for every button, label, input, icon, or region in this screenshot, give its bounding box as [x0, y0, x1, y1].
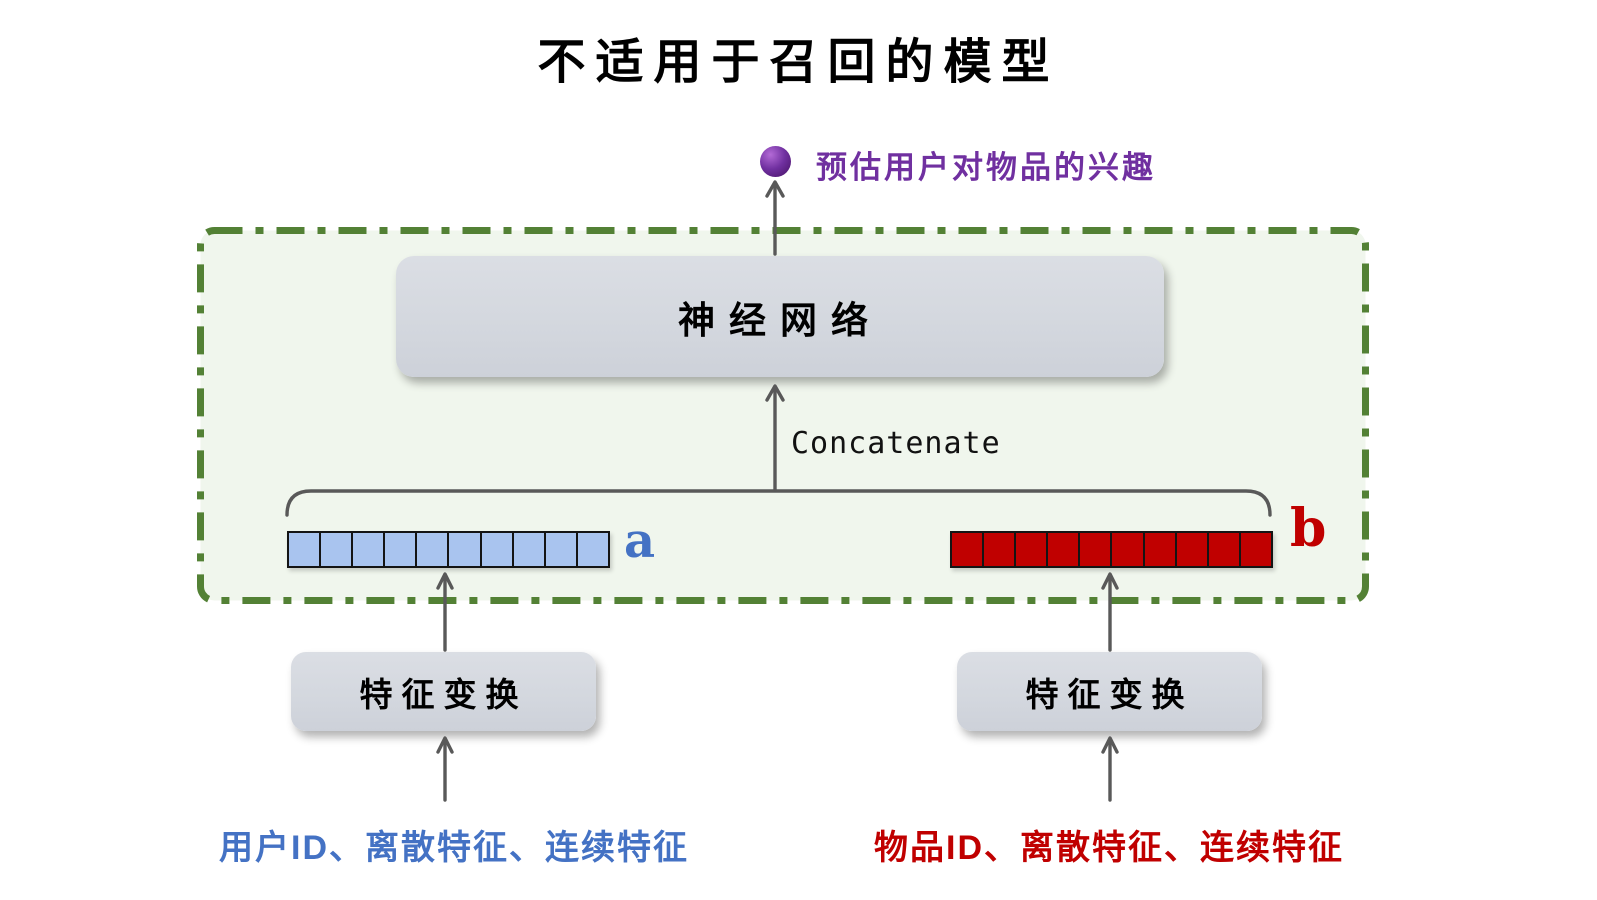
item-features-text: 物品ID、离散特征、连续特征: [874, 829, 1344, 867]
vector-cell: [1080, 533, 1113, 566]
prediction-dot: [760, 146, 791, 177]
vector-cell: [481, 533, 514, 566]
vector-cell: [353, 533, 386, 566]
user-features-text: 用户ID、离散特征、连续特征: [219, 829, 689, 867]
feature-transform-box-right: 特征变换: [957, 652, 1262, 731]
vector-cell: [545, 533, 578, 566]
arrowhead-input-right-to-transform: [1101, 736, 1119, 754]
vector-cell: [417, 533, 450, 566]
vector-cell: [1144, 533, 1177, 566]
vector-cell: [1112, 533, 1145, 566]
vector-cell: [513, 533, 546, 566]
vector-cell: [449, 533, 482, 566]
neural-network-box: 神经网络: [396, 256, 1164, 377]
feature-transform-label-left: 特征变换: [359, 675, 528, 713]
arrowhead-nn-to-output: [765, 180, 785, 198]
vector-cell: [1208, 533, 1241, 566]
vector-cell: [289, 533, 322, 566]
item-embedding-vector: [950, 531, 1273, 568]
vector-cell: [1176, 533, 1209, 566]
vector-cell: [1048, 533, 1081, 566]
prediction-label: 预估用户对物品的兴趣: [816, 150, 1156, 185]
feature-transform-label-right: 特征变换: [1025, 675, 1194, 713]
vector-cell: [952, 533, 985, 566]
vector-cell: [984, 533, 1017, 566]
neural-network-label: 神经网络: [678, 299, 882, 341]
vector-cell: [385, 533, 418, 566]
vector-cell: [1240, 533, 1271, 566]
vector-cell: [577, 533, 608, 566]
diagram-title: 不适用于召回的模型: [537, 34, 1060, 90]
feature-transform-box-left: 特征变换: [291, 652, 596, 731]
concatenate-label: Concatenate: [791, 426, 1001, 461]
vector-b-label: b: [1290, 498, 1327, 559]
user-embedding-vector: [287, 531, 610, 568]
vector-a-label: a: [624, 513, 656, 569]
vector-cell: [321, 533, 354, 566]
vector-cell: [1016, 533, 1049, 566]
arrowhead-input-left-to-transform: [436, 736, 454, 754]
